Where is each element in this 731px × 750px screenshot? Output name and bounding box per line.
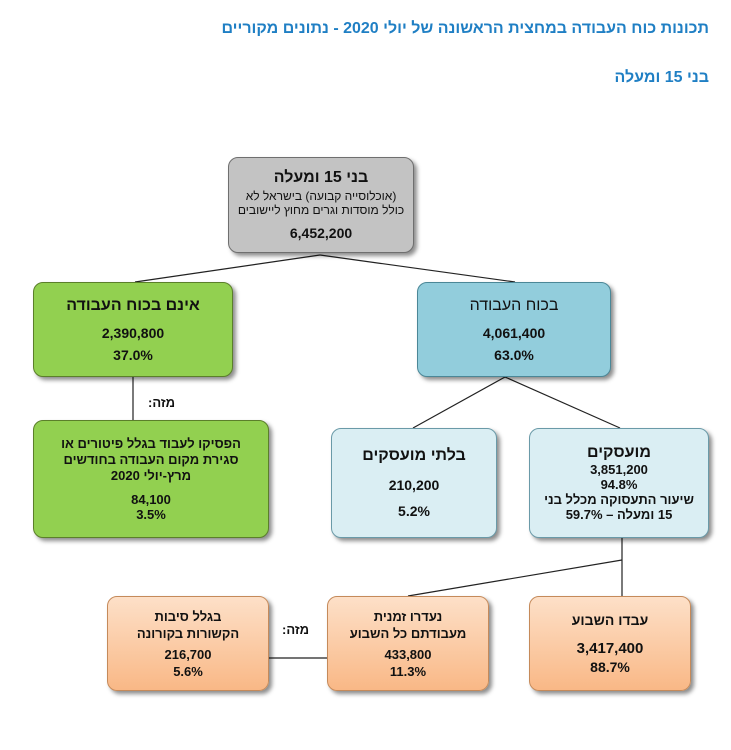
node-in-labor-pct: 63.0% bbox=[494, 346, 534, 363]
connector-labor-employed bbox=[504, 376, 621, 429]
page-title: תכונות כוח העבודה במחצית הראשונה של יולי… bbox=[221, 20, 709, 37]
node-root: בני 15 ומעלה (אוכלוסייה קבועה) בישראל לא… bbox=[228, 157, 414, 253]
node-stopped-line-2: סגירת מקום העבודה בחודשים bbox=[63, 452, 239, 467]
of-which-label-2: מזה: bbox=[282, 622, 310, 637]
node-corona-line-1: בגלל סיבות bbox=[154, 608, 222, 624]
node-stopped-line-3: מרץ-יולי 2020 bbox=[110, 468, 192, 483]
node-in-labor-force: בכוח העבודה 4,061,400 63.0% bbox=[417, 282, 611, 377]
node-not-in-labor-title: אינם בכוח העבודה bbox=[66, 296, 200, 314]
node-employed-rate-2: 15 ומעלה – 59.7% bbox=[565, 507, 673, 522]
node-employed-title: מועסקים bbox=[587, 444, 651, 461]
node-in-labor-title: בכוח העבודה bbox=[469, 296, 559, 314]
node-not-in-labor-force: אינם בכוח העבודה 2,390,800 37.0% bbox=[33, 282, 233, 377]
node-absent-value: 433,800 bbox=[384, 646, 432, 662]
node-root-title: בני 15 ומעלה bbox=[273, 169, 369, 186]
node-employed-rate-1: שיעור התעסוקה מכלל בני bbox=[544, 492, 694, 507]
node-not-in-labor-pct: 37.0% bbox=[113, 346, 153, 363]
connector-root-right bbox=[319, 254, 516, 283]
node-worked-pct: 88.7% bbox=[590, 659, 630, 675]
connector-employed-absent bbox=[407, 559, 623, 597]
node-stopped-pct: 3.5% bbox=[136, 507, 166, 522]
node-corona-value: 216,700 bbox=[164, 646, 212, 662]
node-unemployed-title: בלתי מועסקים bbox=[362, 447, 466, 464]
node-worked-value: 3,417,400 bbox=[576, 640, 644, 657]
node-stopped-line-1: הפסיקו לעבוד בגלל פיטורים או bbox=[61, 436, 241, 451]
node-corona-pct: 5.6% bbox=[173, 663, 203, 679]
node-absent-line-1: נעדרו זמנית bbox=[373, 608, 443, 624]
connector-labor-unemployed bbox=[412, 376, 506, 429]
node-worked-title: עבדו השבוע bbox=[571, 612, 649, 628]
node-root-desc-1: (אוכלוסייה קבועה) בישראל לא bbox=[245, 189, 397, 203]
of-which-label-1: מזה: bbox=[148, 395, 176, 410]
node-root-value: 6,452,200 bbox=[289, 225, 353, 241]
node-temporarily-absent: נעדרו זמנית מעבודתם כל השבוע 433,800 11.… bbox=[327, 596, 489, 691]
node-employed-value: 3,851,200 bbox=[590, 462, 648, 477]
node-stopped-value: 84,100 bbox=[131, 492, 171, 507]
connector-root-left bbox=[134, 254, 321, 283]
node-absent-pct: 11.3% bbox=[389, 663, 427, 679]
node-corona-line-2: הקשורות בקורונה bbox=[136, 625, 240, 641]
node-employed: מועסקים 3,851,200 94.8% שיעור התעסוקה מכ… bbox=[529, 428, 709, 538]
node-unemployed-value: 210,200 bbox=[388, 477, 440, 493]
node-in-labor-value: 4,061,400 bbox=[482, 324, 546, 341]
page-subtitle: בני 15 ומעלה bbox=[614, 69, 709, 86]
node-employed-pct: 94.8% bbox=[600, 477, 638, 492]
node-absent-line-2: מעבודתם כל השבוע bbox=[349, 625, 467, 641]
node-unemployed: בלתי מועסקים 210,200 5.2% bbox=[331, 428, 497, 538]
node-worked-this-week: עבדו השבוע 3,417,400 88.7% bbox=[529, 596, 691, 691]
node-not-in-labor-value: 2,390,800 bbox=[101, 324, 165, 341]
node-root-desc-2: כולל מוסדות וגרים מחוץ ליישובים bbox=[237, 203, 405, 217]
node-unemployed-pct: 5.2% bbox=[398, 503, 430, 519]
node-stopped-working: הפסיקו לעבוד בגלל פיטורים או סגירת מקום … bbox=[33, 420, 269, 538]
node-corona-reasons: בגלל סיבות הקשורות בקורונה 216,700 5.6% bbox=[107, 596, 269, 691]
